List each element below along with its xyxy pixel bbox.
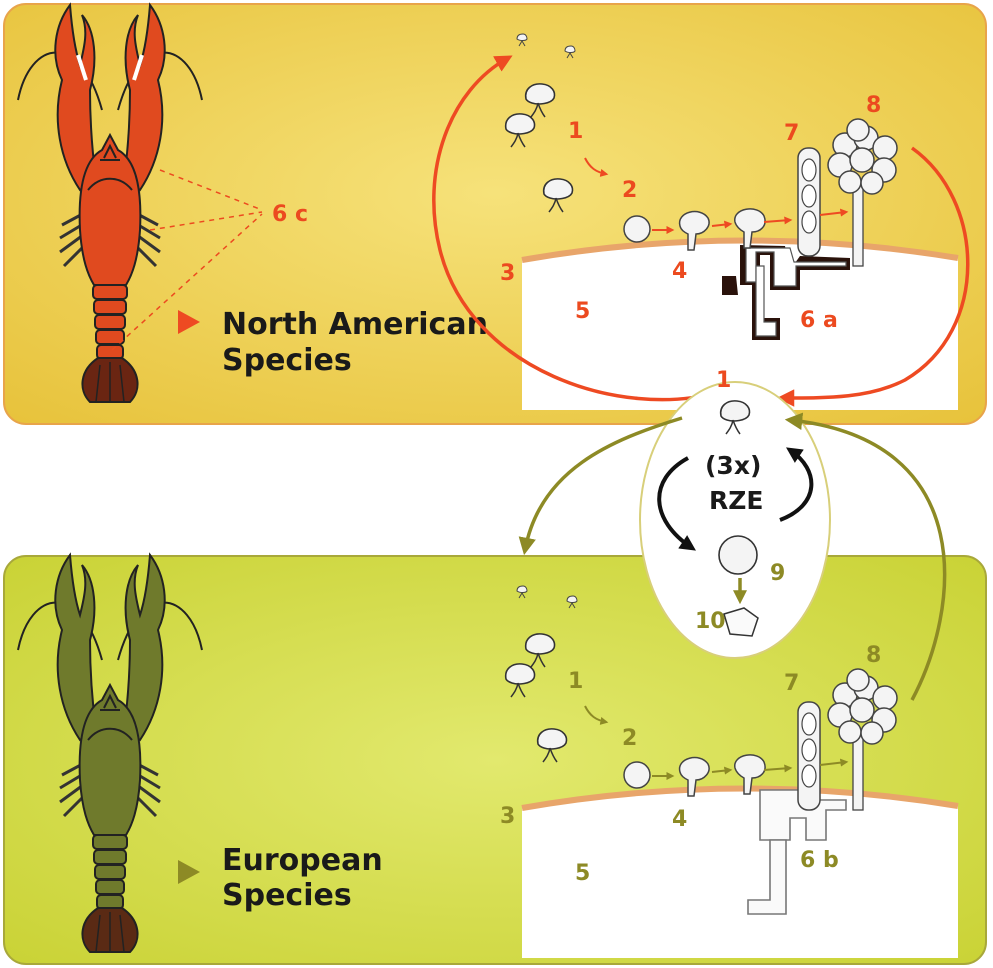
center-rze-label: RZE: [709, 486, 763, 515]
na-title-line2: Species: [222, 343, 352, 378]
eu-label-5: 5: [575, 861, 590, 886]
center-label-9: 9: [770, 561, 785, 586]
na-label-4: 4: [672, 259, 687, 284]
label-6c: 6 c: [272, 202, 308, 227]
na-label-8: 8: [866, 93, 881, 118]
eu-label-8: 8: [866, 643, 881, 668]
center-label-1: 1: [716, 368, 731, 393]
center-repeat-label: (3x): [705, 451, 761, 480]
eu-label-6b: 6 b: [800, 848, 839, 873]
eu-title-line1: European: [222, 843, 383, 878]
na-label-1: 1: [568, 119, 583, 144]
na-title-line1: North American: [222, 307, 488, 342]
center-cyst: [719, 536, 757, 574]
center-label-10: 10: [695, 609, 726, 634]
eu-label-2: 2: [622, 726, 637, 751]
na-label-2: 2: [622, 178, 637, 203]
eu-label-7: 7: [784, 671, 799, 696]
na-label-7: 7: [784, 121, 799, 146]
na-label-5: 5: [575, 299, 590, 324]
na-label-6a: 6 a: [800, 308, 838, 333]
eu-title-line2: Species: [222, 878, 352, 913]
na-label-3: 3: [500, 261, 515, 286]
eu-label-4: 4: [672, 807, 687, 832]
eu-label-1: 1: [568, 669, 583, 694]
eu-label-3: 3: [500, 804, 515, 829]
